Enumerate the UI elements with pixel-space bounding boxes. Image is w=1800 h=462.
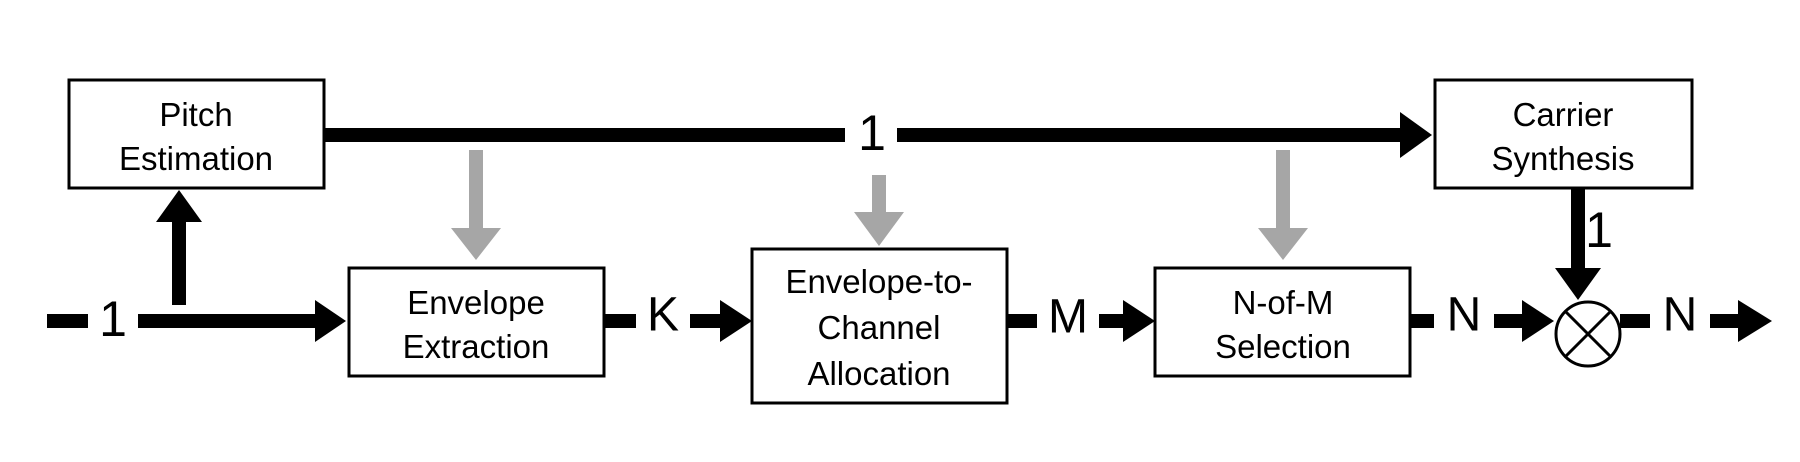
signal-label-k: K <box>647 289 679 342</box>
multiply-circle-icon <box>1554 300 1622 368</box>
allocation-label-line1: Envelope-to- <box>785 263 972 300</box>
pitch-estimation-label-line2: Estimation <box>119 140 273 177</box>
input-arrow <box>47 300 346 342</box>
control-arrow-to-allocation <box>854 175 904 246</box>
signal-label-carrier-to-mixer: 1 <box>1585 202 1613 258</box>
control-arrow-to-extraction <box>451 150 501 260</box>
selection-to-mixer-arrow <box>1410 300 1554 342</box>
pitch-estimation-label-line1: Pitch <box>159 96 232 133</box>
pitch-to-carrier-arrow <box>322 112 1432 158</box>
n-of-m-label-line1: N-of-M <box>1233 284 1334 321</box>
pitch-estimation-block: Pitch Estimation <box>67 78 326 190</box>
signal-label-m: M <box>1048 291 1088 344</box>
envelope-extraction-label-line2: Extraction <box>403 328 550 365</box>
envelope-extraction-label-line1: Envelope <box>407 284 545 321</box>
allocation-label-line2: Channel <box>818 309 941 346</box>
carrier-synthesis-label-line1: Carrier <box>1513 96 1614 133</box>
allocation-label-line3: Allocation <box>807 355 950 392</box>
carrier-to-mixer-arrow <box>1555 188 1601 300</box>
n-of-m-selection-block: N-of-M Selection <box>1153 266 1412 378</box>
carrier-synthesis-block: Carrier Synthesis <box>1433 78 1694 190</box>
envelope-to-channel-allocation-block: Envelope-to- Channel Allocation <box>750 247 1009 405</box>
allocation-to-selection-arrow <box>1007 300 1155 342</box>
signal-label-pitch-to-carrier: 1 <box>858 105 886 161</box>
n-of-m-label-line2: Selection <box>1215 328 1351 365</box>
control-arrow-to-selection <box>1258 150 1308 260</box>
branch-to-pitch-arrow <box>156 190 202 305</box>
envelope-extraction-block: Envelope Extraction <box>347 266 606 378</box>
signal-label-output: N <box>1663 289 1698 342</box>
carrier-synthesis-label-line2: Synthesis <box>1491 140 1634 177</box>
extraction-to-allocation-arrow <box>604 300 752 342</box>
signal-label-n-selection: N <box>1447 289 1482 342</box>
signal-label-input: 1 <box>99 291 127 347</box>
output-arrow <box>1620 300 1772 342</box>
